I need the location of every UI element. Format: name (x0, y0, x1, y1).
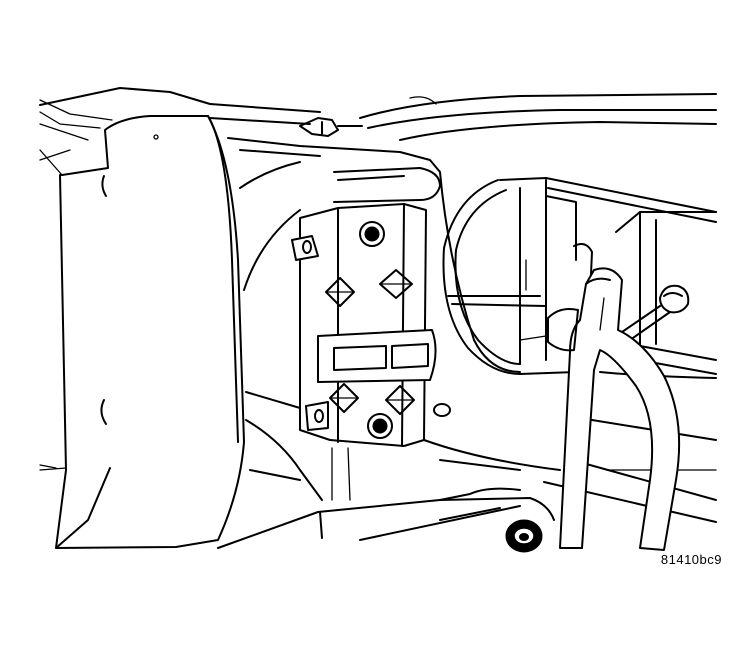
panel-clip-top (102, 176, 106, 196)
grommet (506, 520, 542, 552)
panel-clip-bottom (101, 400, 106, 424)
figure-code: 81410bc9 (660, 552, 722, 567)
mounting-bracket (292, 168, 450, 446)
floor-pan (40, 465, 554, 548)
upper-nut (360, 222, 384, 246)
circular-opening (444, 178, 717, 374)
upper-body-structure (40, 88, 716, 172)
left-cover-panel (40, 116, 244, 548)
lower-nut (368, 414, 392, 438)
hose (548, 268, 679, 550)
firewall-panel (240, 162, 560, 500)
